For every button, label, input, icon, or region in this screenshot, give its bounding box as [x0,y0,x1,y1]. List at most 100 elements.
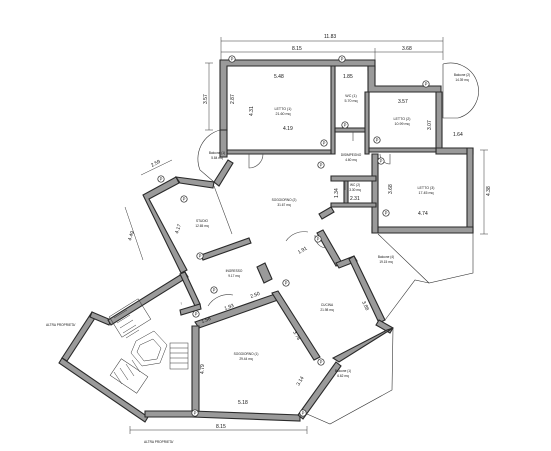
balcony-2-area: 14.39 mq [455,78,469,82]
p-marker: P [180,195,188,203]
room-studio-name: STUDIO [196,219,209,223]
svg-text:P: P [344,123,347,128]
room-wc-2-dim-bottom: 2.31 [350,196,360,202]
room-letto-3-dim-top: 1.64 [453,132,463,138]
svg-text:P: P [380,159,383,164]
room-letto-1-dim-bottom: 4.19 [283,126,293,132]
svg-text:P: P [183,197,186,202]
room-letto-1-dim-right: 4.31 [249,106,255,116]
room-ingresso-dim-a: 2.50 [250,291,261,300]
balcony-2-name: Balcone (2) [454,73,470,77]
balcony-4-area: 19.15 mq [379,260,393,264]
altra-proprieta-left: ALTRA PROPRIETA' [46,323,76,327]
p-marker: P [228,55,236,63]
point-markers: P P P P P P P P P P P P P P P P P P P [157,55,430,417]
p-marker: P [377,157,385,165]
room-soggiorno-1-name: SOGGIORNO (1) [234,352,259,356]
p-marker: P [282,279,290,287]
p-marker: P [317,358,325,366]
dim-angled-left2: 4.49 [127,230,136,241]
p-marker: P [373,136,381,144]
room-letto-3-area: 17.45 mq [419,191,434,195]
p-marker: P [320,139,328,147]
dim-top-left: 8.15 [292,46,302,52]
room-letto-2-dim-top: 3.57 [398,99,408,105]
dimension-lines [124,37,488,434]
svg-text:P: P [160,177,163,182]
room-soggiorno-2-name: SOGGIORNO (2) [272,198,297,202]
p-marker: P [341,121,349,129]
p-marker: P [338,55,346,63]
room-ingresso-area: 9.17 mq [228,274,240,278]
dim-overall-width: 11.83 [324,34,336,40]
room-labels: LETTO (1) 21.60 mq 5.48 4.19 4.31 2.87 W… [46,73,470,444]
staircase [108,298,189,394]
dim-left-height: 3.57 [203,94,209,104]
room-soggiorno-1-dim-left: 4.79 [200,364,206,374]
room-letto-1-dim-top: 5.48 [274,74,284,80]
room-cucina-dim-b: 3.88 [360,300,370,312]
p-marker: P [196,252,204,260]
svg-text:P: P [376,138,379,143]
svg-text:P: P [285,281,288,286]
room-soggiorno-2-area: 31.67 mq [277,203,291,207]
balcony-4-name: Balcone (4) [378,255,394,259]
room-soggiorno-1-dim-small: 1.58 [201,316,212,325]
p-marker: P [299,409,307,417]
p-marker: P [382,209,390,217]
p-marker: P [191,409,199,417]
dim-right-height: 4.38 [486,186,492,196]
room-ingresso-name: INGRESSO [226,269,243,273]
svg-text:P: P [323,141,326,146]
svg-text:P: P [317,237,320,242]
p-marker: P [317,161,325,169]
svg-text:P: P [213,288,216,293]
dim-angled-left: 2.59 [150,159,162,169]
room-soggiorno-1-dim-right: 3.14 [296,375,306,387]
svg-text:P: P [320,163,323,168]
room-wc-1-name: WC (1) [345,94,356,98]
svg-text:P: P [194,411,197,416]
p-marker: P [210,286,218,294]
svg-text:P: P [425,82,428,87]
room-letto-2-area: 10.99 mq [395,122,410,126]
room-disimpegno-name: DISIMPEGNO [341,153,362,157]
room-letto-3-name: LETTO (3) [418,186,435,190]
altra-proprieta-bottom: ALTRA PROPRIETA' [144,440,174,444]
stair-arrow: ↑ [180,301,182,306]
room-wc-1-dim: 1.85 [343,74,353,80]
room-wc-2-name: WC (2) [350,183,360,187]
room-studio-area: 12.65 mq [195,224,209,228]
room-wc-2-dim-side: 1.34 [334,188,340,198]
room-cucina-name: CUCINA [321,303,334,307]
p-marker: P [314,235,322,243]
balcony-3-area: 6.62 mq [337,374,349,378]
room-letto-1-area: 21.60 mq [276,112,291,116]
room-wc-1-area: 5.70 mq [345,99,358,103]
walls [58,59,474,423]
room-soggiorno-1-dim-diag: 3.78 [291,330,301,342]
balcony-3-name: Balcone (1) [335,369,351,373]
room-soggiorno-1-dim-bottom: 5.18 [238,400,248,406]
dim-top-right: 3.68 [402,46,412,52]
dim-bottom-width: 8.15 [216,424,226,430]
p-marker: P [422,80,430,88]
svg-text:P: P [199,254,202,259]
svg-text:P: P [302,411,305,416]
room-letto-2-dim-side: 3.07 [427,120,433,130]
balcony-1-name: Balcone (1) [209,151,225,155]
svg-text:P: P [320,360,323,365]
room-wc-2-area: 3.30 mq [349,188,361,192]
room-ingresso-dim-b: 1.93 [224,303,235,312]
room-letto-1-name: LETTO (1) [275,107,292,111]
room-cucina-area: 21.98 mq [320,308,334,312]
svg-text:P: P [231,57,234,62]
p-marker: P [192,310,200,318]
room-letto-2-name: LETTO (2) [394,117,411,121]
svg-text:P: P [195,312,198,317]
room-letto-3-dim-side: 3.68 [388,184,394,194]
room-letto-3-dim-bottom: 4.74 [418,211,428,217]
balcony-1-area: 5.84 mq [211,156,223,160]
p-marker: P [157,175,165,183]
